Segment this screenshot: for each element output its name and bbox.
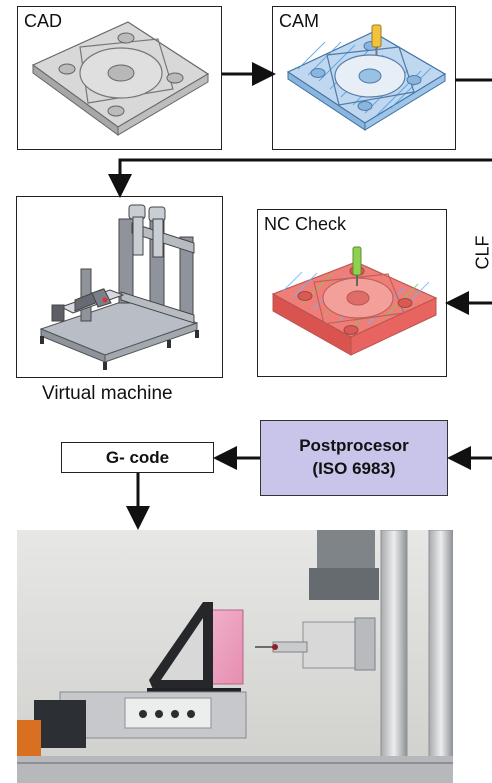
- cad-panel: CAD: [17, 6, 222, 150]
- nc-check-label: NC Check: [264, 214, 347, 234]
- cam-model-icon: [286, 24, 447, 131]
- arrow-return-to-virtual-machine: [108, 158, 492, 198]
- virtual-machine-panel: [16, 196, 223, 378]
- cad-model-icon: [31, 21, 210, 136]
- cad-label: CAD: [24, 11, 63, 31]
- machine-photo: [17, 530, 453, 783]
- postprocessor-standard: (ISO 6983): [312, 459, 396, 478]
- nc-check-model-icon: [271, 246, 438, 356]
- virtual-machine-icon: [39, 204, 199, 370]
- nc-check-panel: NC Check: [257, 209, 447, 377]
- postprocessor-box: Postprocesor (ISO 6983): [260, 420, 448, 496]
- cam-panel: CAM: [272, 6, 456, 150]
- postprocessor-title: Postprocesor: [299, 436, 409, 456]
- virtual-machine-caption: Virtual machine: [42, 383, 173, 404]
- gcode-box: G- code: [61, 442, 214, 473]
- cam-label: CAM: [279, 11, 319, 31]
